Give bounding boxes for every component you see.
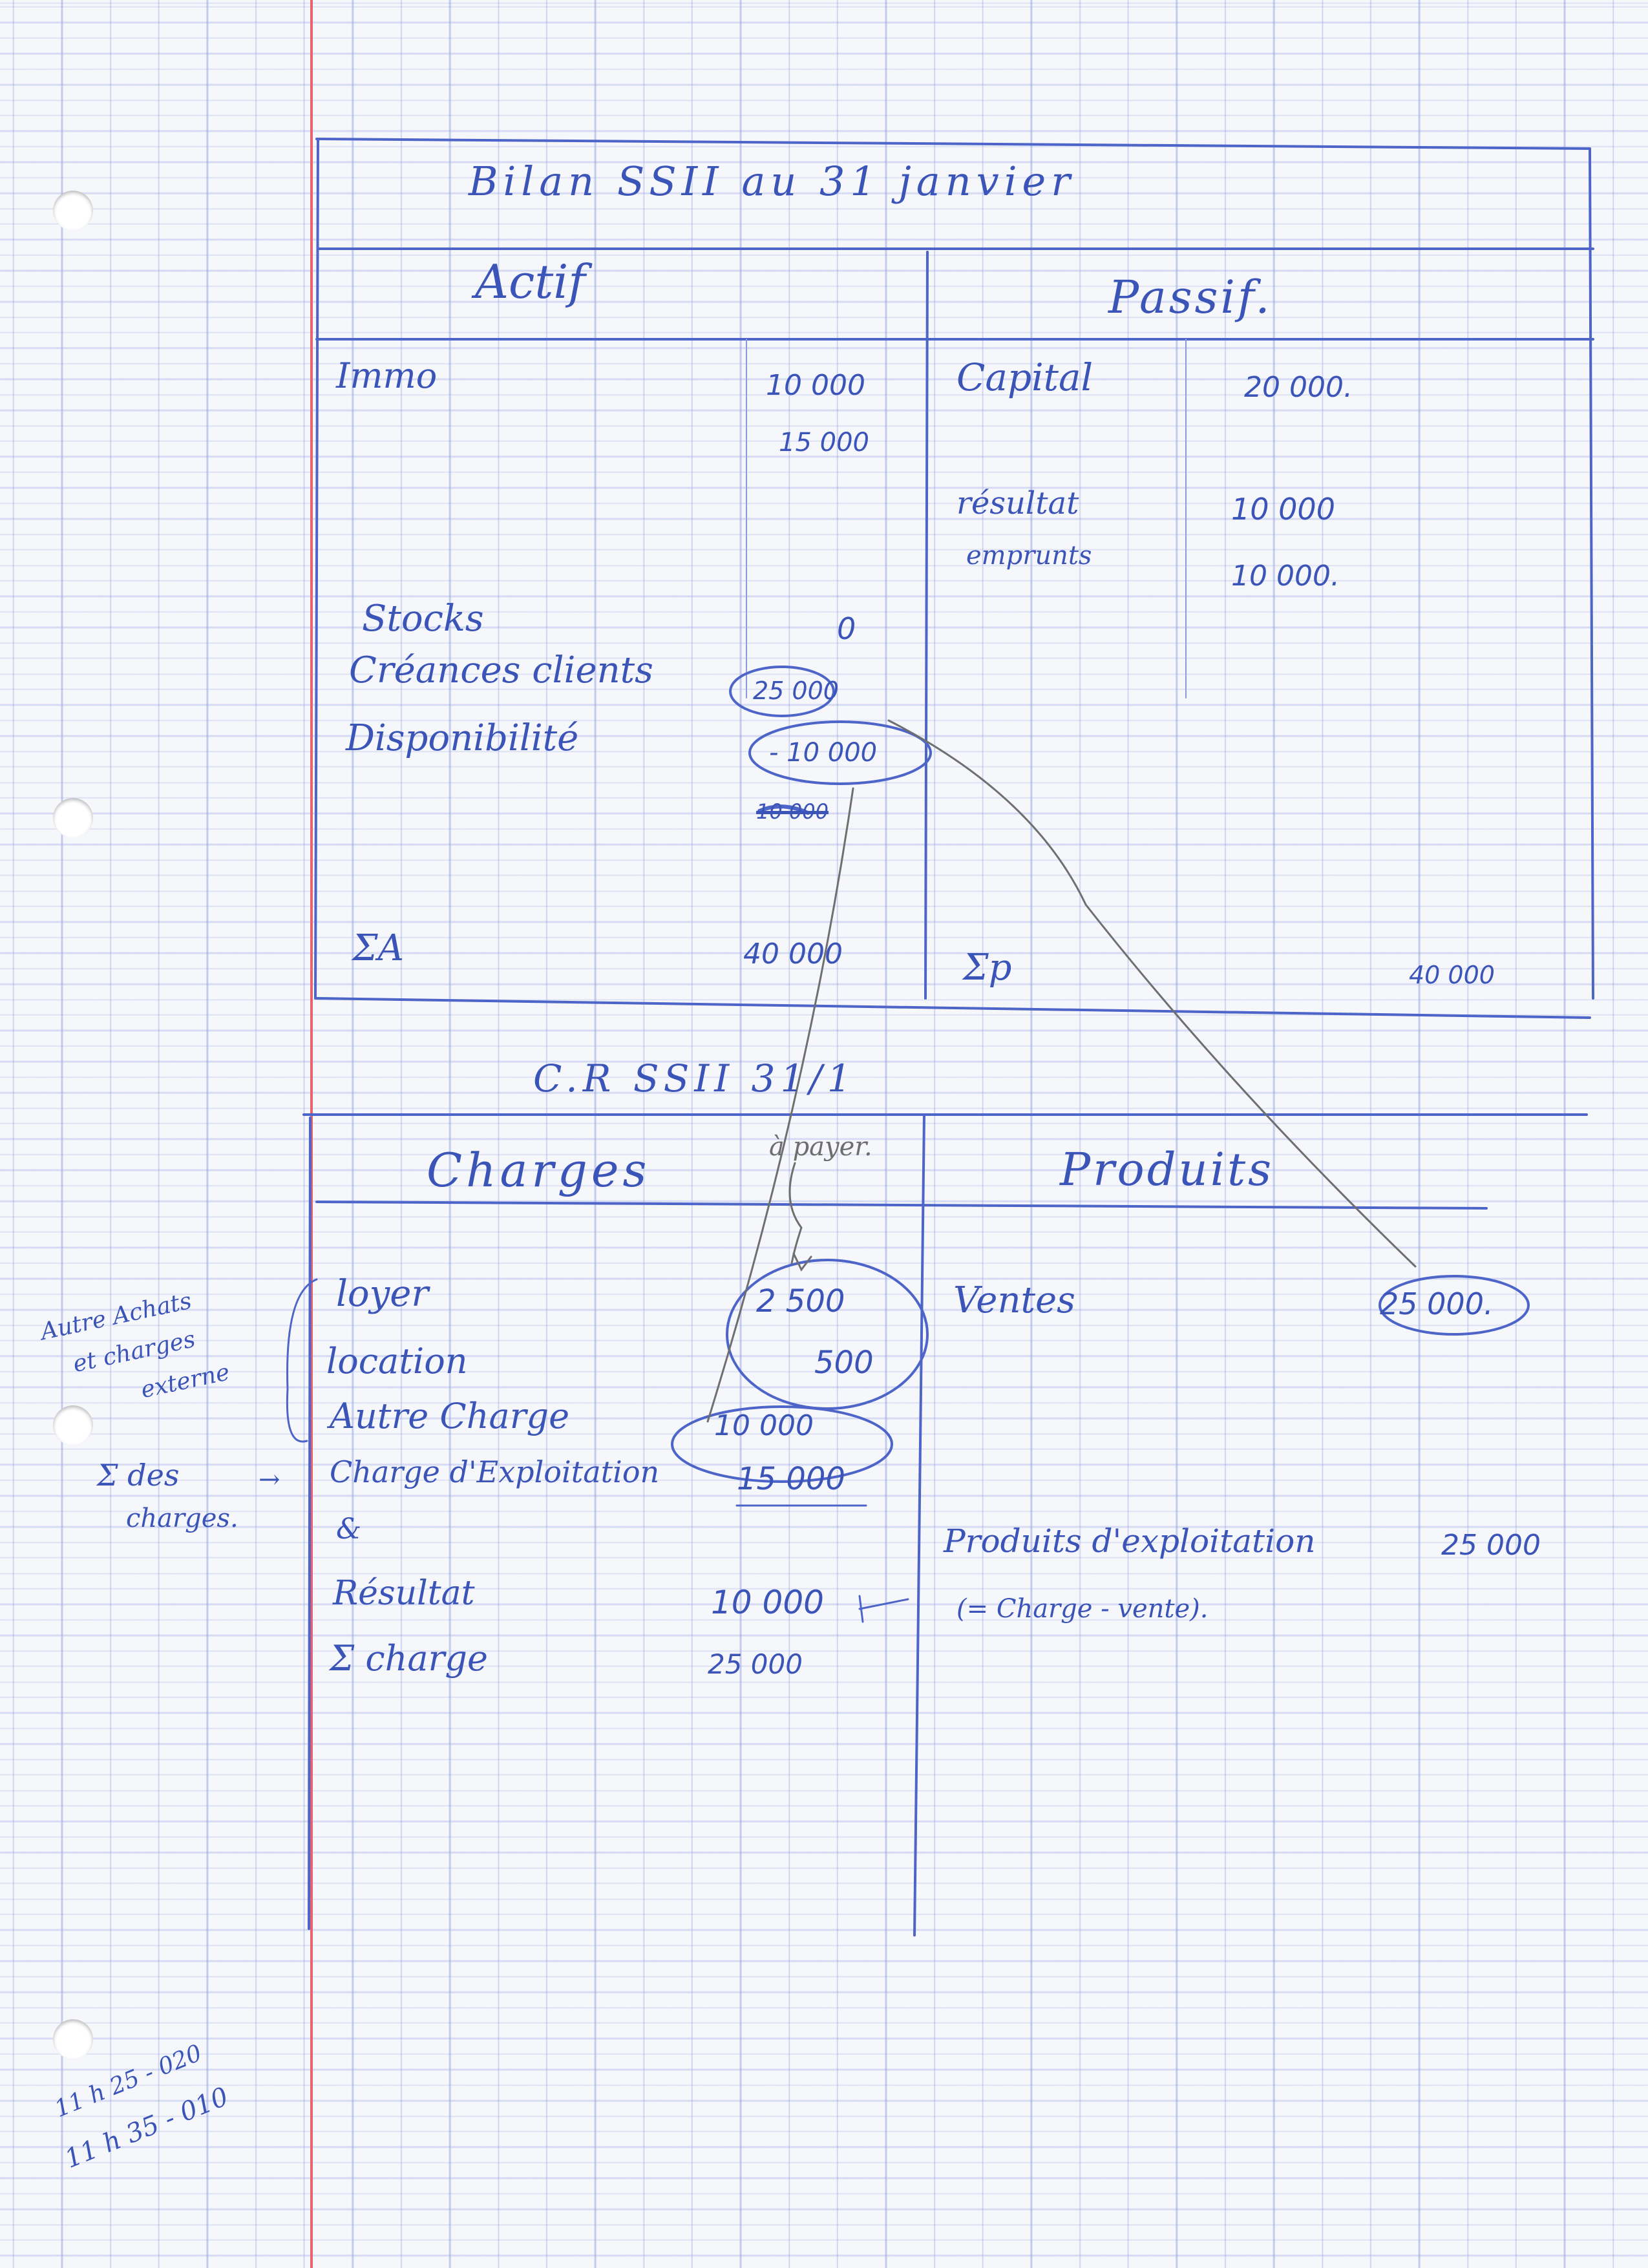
margin-note-sum-line1: Σ des bbox=[97, 1458, 180, 1493]
punch-hole-2 bbox=[53, 798, 93, 838]
passif-row-label: Capital bbox=[956, 355, 1093, 399]
punch-hole-3 bbox=[53, 1405, 93, 1445]
charge-row-label: Charge d'Exploitation bbox=[330, 1454, 660, 1489]
produits-exploitation-label: Produits d'exploitation bbox=[944, 1522, 1316, 1560]
charge-row-value: 500 bbox=[814, 1345, 874, 1381]
resultat-label: Résultat bbox=[333, 1574, 475, 1613]
total-passif-value: 40 000 bbox=[1409, 961, 1495, 989]
bilan-title: Bilan SSII au 31 janvier bbox=[469, 158, 1075, 205]
passif-row-value: 20 000. bbox=[1244, 371, 1353, 404]
actif-row-value: 10 000 bbox=[766, 369, 865, 402]
charge-row-label: loyer bbox=[336, 1273, 429, 1315]
actif-row-value: 0 bbox=[837, 611, 856, 646]
bilan-top-line bbox=[315, 138, 1591, 150]
cr-title: C.R SSII 31/1 bbox=[533, 1056, 856, 1100]
actif-row-value: 15 000 bbox=[779, 428, 869, 457]
cr-left-border bbox=[308, 1117, 312, 1930]
total-passif-label: Σp bbox=[963, 947, 1012, 989]
passif-row-value: 10 000 bbox=[1231, 492, 1335, 527]
passif-header: Passif. bbox=[1108, 271, 1273, 324]
produits-exploitation-value: 25 000 bbox=[1441, 1529, 1541, 1562]
actif-row-value: 25 000 bbox=[753, 677, 839, 705]
resultat-value: 10 000 bbox=[711, 1584, 824, 1621]
margin-note-arrow: → bbox=[259, 1465, 280, 1495]
a-payer-note: à payer. bbox=[769, 1132, 872, 1162]
passif-row-label: emprunts bbox=[966, 541, 1092, 571]
crossed-out-value: 10 000 bbox=[756, 799, 829, 824]
cr-header-separator bbox=[315, 1201, 1488, 1210]
charge-row-value: 10 000 bbox=[714, 1409, 814, 1442]
bilan-middle-border bbox=[924, 251, 929, 1000]
total-charge-label: Σ charge bbox=[330, 1638, 488, 1679]
actif-row-label: Créances clients bbox=[349, 649, 653, 691]
total-actif-label: ΣA bbox=[352, 927, 405, 969]
total-charge-value: 25 000 bbox=[708, 1648, 803, 1680]
actif-row-label: Disponibilité bbox=[346, 717, 579, 759]
charge-row-value: 15 000 bbox=[737, 1461, 845, 1497]
actif-row-label: Stocks bbox=[362, 598, 484, 640]
ventes-value: 25 000. bbox=[1380, 1286, 1494, 1321]
bilan-bottom-line bbox=[315, 997, 1591, 1019]
margin-line bbox=[310, 0, 313, 2268]
produits-header: Produits bbox=[1060, 1143, 1274, 1196]
passif-row-label: résultat bbox=[956, 485, 1079, 521]
punch-hole-4 bbox=[53, 2019, 93, 2059]
cr-middle-border bbox=[913, 1113, 925, 1937]
charges-header: Charges bbox=[427, 1143, 651, 1197]
passif-row-value: 10 000. bbox=[1231, 560, 1340, 593]
actif-header: Actif bbox=[475, 255, 586, 309]
ventes-label: Ventes bbox=[953, 1279, 1075, 1321]
pencil-link-creances-ventes bbox=[887, 719, 1417, 1268]
ampersand: & bbox=[336, 1513, 362, 1546]
charge-row-label: Autre Charge bbox=[330, 1396, 570, 1436]
total-actif-value: 40 000 bbox=[743, 938, 843, 971]
actif-row-value: - 10 000 bbox=[769, 738, 878, 768]
pencil-link-disponibilite bbox=[706, 787, 854, 1423]
charge-row-value: 2 500 bbox=[756, 1283, 845, 1319]
punch-hole-1 bbox=[53, 191, 93, 231]
margin-note-sum-line2: charges. bbox=[126, 1504, 238, 1533]
actif-row-label: Immo bbox=[336, 355, 438, 396]
bilan-left-border bbox=[314, 138, 319, 1000]
charge-row-label: location bbox=[326, 1341, 468, 1381]
resultat-note: (= Charge - vente). bbox=[956, 1594, 1209, 1624]
